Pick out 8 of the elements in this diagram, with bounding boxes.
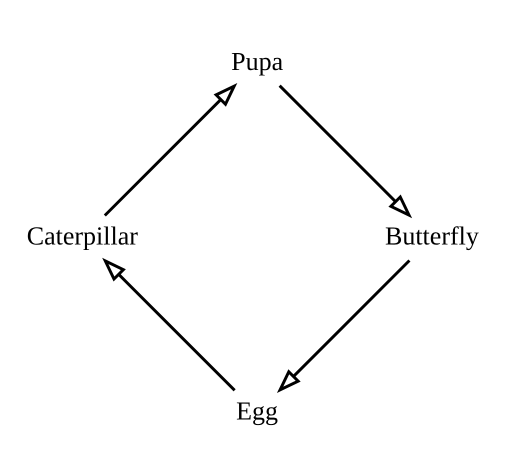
node-text: Egg [236,396,278,426]
arrow [104,83,238,217]
node-text: Caterpillar [26,222,138,251]
arrow [278,84,412,218]
arrow [102,258,236,392]
node-text: Butterfly [385,222,479,251]
node-text: Pupa [231,46,284,76]
arrow [276,259,410,393]
